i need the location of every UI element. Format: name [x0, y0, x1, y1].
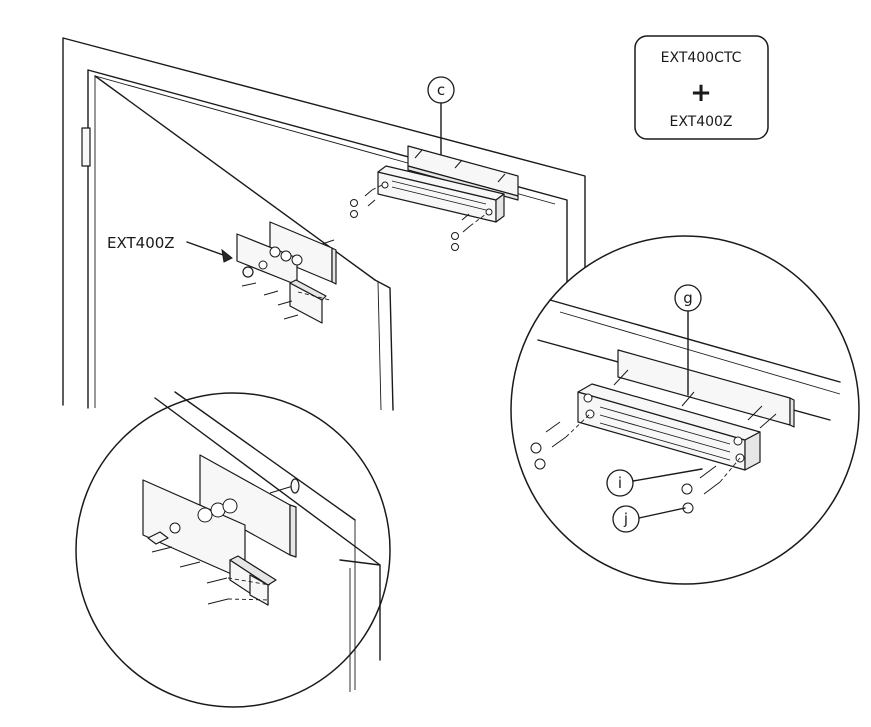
callout-g: g [674, 284, 702, 396]
door-frame [62, 37, 586, 411]
product-box-line1: EXT400CTC [661, 50, 742, 66]
ext400z-label: EXT400Z [107, 234, 175, 252]
callout-j-label: j [623, 510, 628, 528]
callout-g-label: g [683, 289, 693, 307]
callout-j: j [612, 505, 686, 533]
product-box: EXT400CTC + EXT400Z [634, 35, 769, 140]
ext400z-callout: EXT400Z [107, 234, 233, 263]
product-box-line2: EXT400Z [669, 114, 732, 130]
detail-circle-bracket [75, 391, 391, 708]
z-bracket-small [236, 221, 337, 324]
callout-c: c [427, 76, 455, 159]
magnet-assembly-top [350, 145, 519, 251]
callout-c-label: c [437, 81, 445, 99]
hinge [81, 127, 91, 167]
plus-icon: + [690, 78, 712, 108]
callout-i-label: i [618, 474, 622, 492]
detail-circle-magnet [510, 235, 860, 585]
callout-i: i [606, 468, 703, 497]
